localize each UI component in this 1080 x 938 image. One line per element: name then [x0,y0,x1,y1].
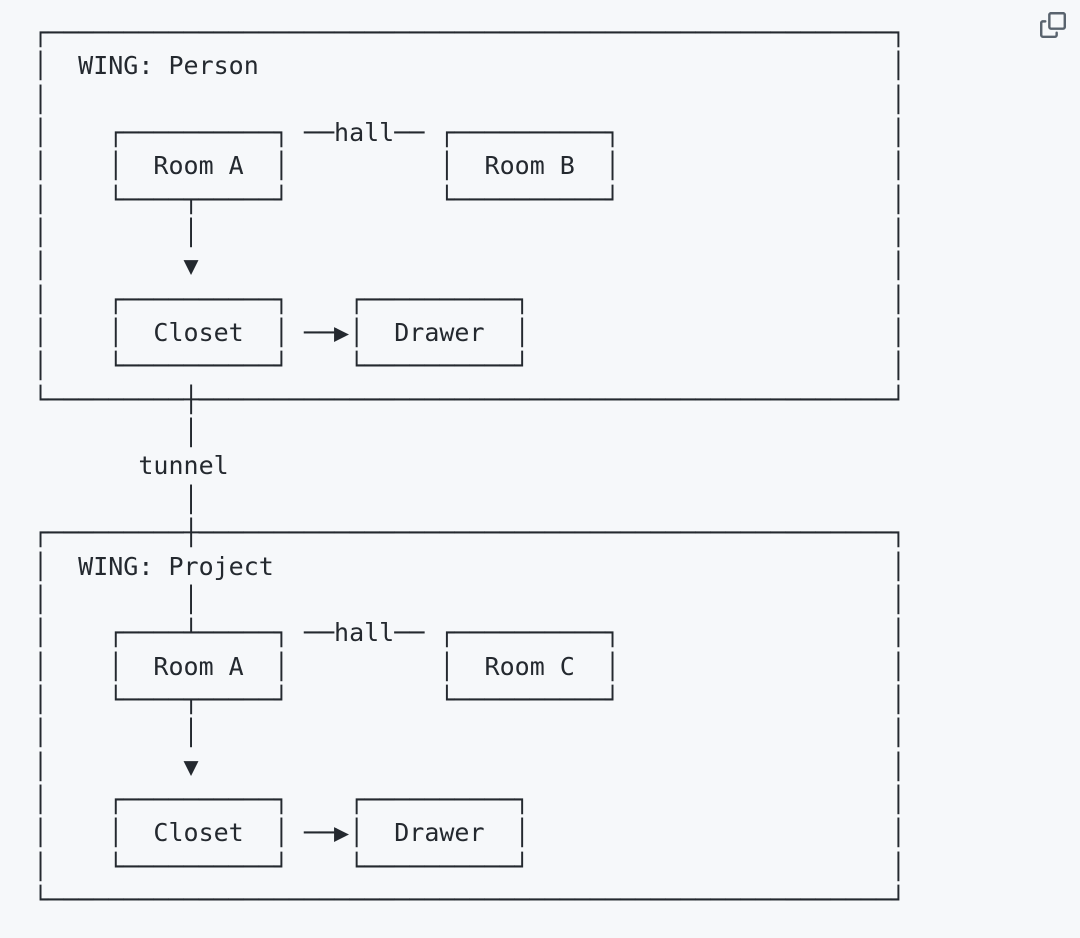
copy-button[interactable] [1036,8,1070,42]
ascii-diagram: ┌───────────────────────────────────────… [33,18,906,914]
copy-icon [1040,12,1066,38]
